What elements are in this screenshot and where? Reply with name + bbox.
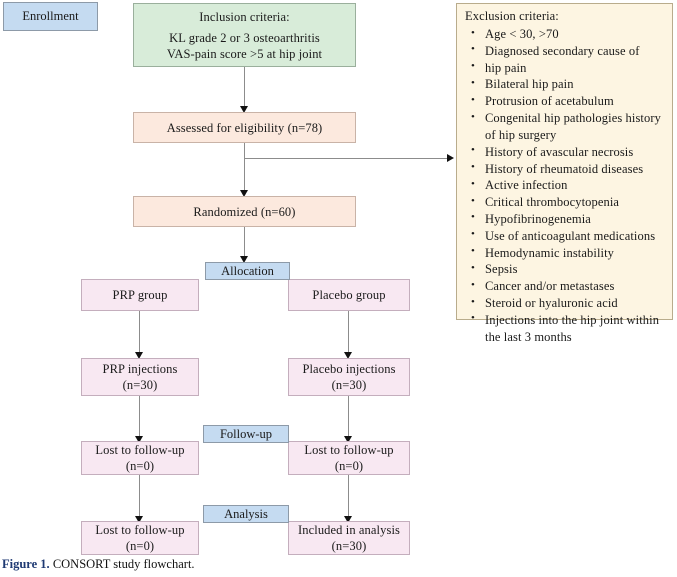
connector-placebo-injections-to-followup: [348, 396, 349, 440]
exclusion-item: Active infection: [471, 177, 668, 194]
figure-caption: Figure 1. CONSORT study flowchart.: [2, 557, 195, 572]
exclusion-item: Congenital hip pathologies history: [471, 110, 668, 127]
stage-badge-enrollment-label: Enrollment: [22, 9, 79, 23]
inclusion-item-2: VAS-pain score >5 at hip joint: [166, 46, 323, 61]
placebo-injections-box: Placebo injections (n=30): [288, 358, 410, 396]
exclusion-item: Injections into the hip joint within: [471, 311, 668, 329]
exclusion-item: History of rheumatoid diseases: [471, 160, 668, 178]
inclusion-criteria-box: Inclusion criteria: KL grade 2 or 3 oste…: [133, 3, 356, 67]
exclusion-title: Exclusion criteria:: [465, 9, 559, 23]
assessed-for-eligibility-box: Assessed for eligibility (n=78): [133, 112, 356, 143]
assessed-for-eligibility-label: Assessed for eligibility (n=78): [166, 120, 323, 135]
exclusion-criteria-box: Exclusion criteria: Age < 30, >70 Diagno…: [456, 3, 673, 344]
connector-prp-followup-to-analysis: [139, 475, 140, 520]
placebo-lost-to-followup-box: Lost to follow-up (n=0): [288, 441, 410, 475]
exclusion-item: Critical thrombocytopenia: [471, 194, 668, 211]
arrowhead-inclusion-to-eligibility: [239, 106, 248, 113]
randomized-label: Randomized (n=60): [193, 204, 296, 219]
exclusion-item: Sepsis: [471, 261, 668, 278]
arrowhead-prp-followup-to-analysis: [134, 516, 143, 523]
arrowhead-placebo-group-to-injections: [343, 352, 352, 359]
arrowhead-eligibility-to-randomized: [239, 190, 248, 197]
prp-group-box: PRP group: [81, 279, 199, 311]
exclusion-item: hip pain: [471, 59, 668, 77]
arrowhead-prp-group-to-injections: [134, 352, 143, 359]
prp-analysis-box: Lost to follow-up (n=0): [81, 521, 199, 555]
placebo-group-label: Placebo group: [312, 288, 386, 302]
exclusion-item: Use of anticoagulant medications: [471, 227, 668, 245]
placebo-injections-line-2: (n=30): [331, 378, 367, 392]
stage-badge-allocation-label: Allocation: [221, 263, 274, 278]
connector-eligibility-to-randomized: [244, 143, 245, 193]
stage-badge-enrollment: Enrollment: [3, 2, 98, 31]
exclusion-item: Hemodynamic instability: [471, 244, 668, 262]
inclusion-item-1: KL grade 2 or 3 osteoarthritis: [169, 30, 320, 45]
arrowhead-eligibility-to-exclusion: [447, 153, 454, 162]
connector-eligibility-to-exclusion: [244, 158, 449, 159]
stage-badge-followup-label: Follow-up: [219, 426, 273, 441]
prp-injections-line-2: (n=30): [122, 378, 158, 392]
inclusion-title: Inclusion criteria:: [199, 9, 290, 24]
figure-caption-text: CONSORT study flowchart.: [52, 557, 195, 571]
prp-lost-to-followup-box: Lost to follow-up (n=0): [81, 441, 199, 475]
prp-injections-box: PRP injections (n=30): [81, 358, 199, 396]
placebo-analysis-line-1: Included in analysis: [298, 523, 400, 537]
arrowhead-placebo-injections-to-followup: [343, 436, 352, 443]
prp-lost-to-followup-line-2: (n=0): [125, 459, 155, 473]
prp-lost-to-followup-line-1: Lost to follow-up: [95, 443, 185, 457]
exclusion-item-continuation: the last 3 months: [485, 329, 572, 344]
randomized-box: Randomized (n=60): [133, 196, 356, 227]
exclusion-item: Cancer and/or metastases: [471, 278, 668, 295]
placebo-group-box: Placebo group: [288, 279, 410, 311]
placebo-analysis-box: Included in analysis (n=30): [288, 521, 410, 555]
placebo-injections-line-1: Placebo injections: [302, 362, 396, 376]
exclusion-item: Age < 30, >70: [471, 26, 668, 43]
placebo-lost-to-followup-line-1: Lost to follow-up: [304, 443, 394, 457]
arrowhead-placebo-followup-to-analysis: [343, 516, 352, 523]
exclusion-item: Protrusion of acetabulum: [471, 93, 668, 110]
stage-badge-followup: Follow-up: [203, 425, 289, 443]
connector-placebo-group-to-injections: [348, 311, 349, 356]
exclusion-item-continuation: of hip surgery: [485, 127, 557, 142]
connector-placebo-followup-to-analysis: [348, 475, 349, 520]
placebo-analysis-line-2: (n=30): [331, 539, 367, 553]
figure-caption-label: Figure 1.: [2, 557, 50, 571]
connector-prp-group-to-injections: [139, 311, 140, 356]
prp-analysis-line-1: Lost to follow-up: [95, 523, 185, 537]
exclusion-item: Hypofibrinogenemia: [471, 210, 668, 228]
exclusion-item: Steroid or hyaluronic acid: [471, 295, 668, 312]
connector-prp-injections-to-followup: [139, 396, 140, 440]
prp-injections-line-1: PRP injections: [102, 362, 178, 376]
connector-inclusion-to-eligibility: [244, 67, 245, 109]
exclusion-criteria-list: Age < 30, >70 Diagnosed secondary cause …: [463, 26, 668, 345]
prp-group-label: PRP group: [112, 288, 168, 302]
stage-badge-allocation: Allocation: [205, 262, 290, 280]
exclusion-item: History of avascular necrosis: [471, 143, 668, 161]
exclusion-item: Diagnosed secondary cause of: [471, 42, 668, 60]
arrowhead-prp-injections-to-followup: [134, 436, 143, 443]
placebo-lost-to-followup-line-2: (n=0): [334, 459, 364, 473]
prp-analysis-line-2: (n=0): [125, 539, 155, 553]
connector-randomized-to-allocation: [244, 227, 245, 261]
stage-badge-analysis-label: Analysis: [224, 506, 268, 521]
arrowhead-randomized-to-allocation: [239, 256, 248, 263]
exclusion-item: Bilateral hip pain: [471, 76, 668, 93]
stage-badge-analysis: Analysis: [203, 505, 289, 523]
